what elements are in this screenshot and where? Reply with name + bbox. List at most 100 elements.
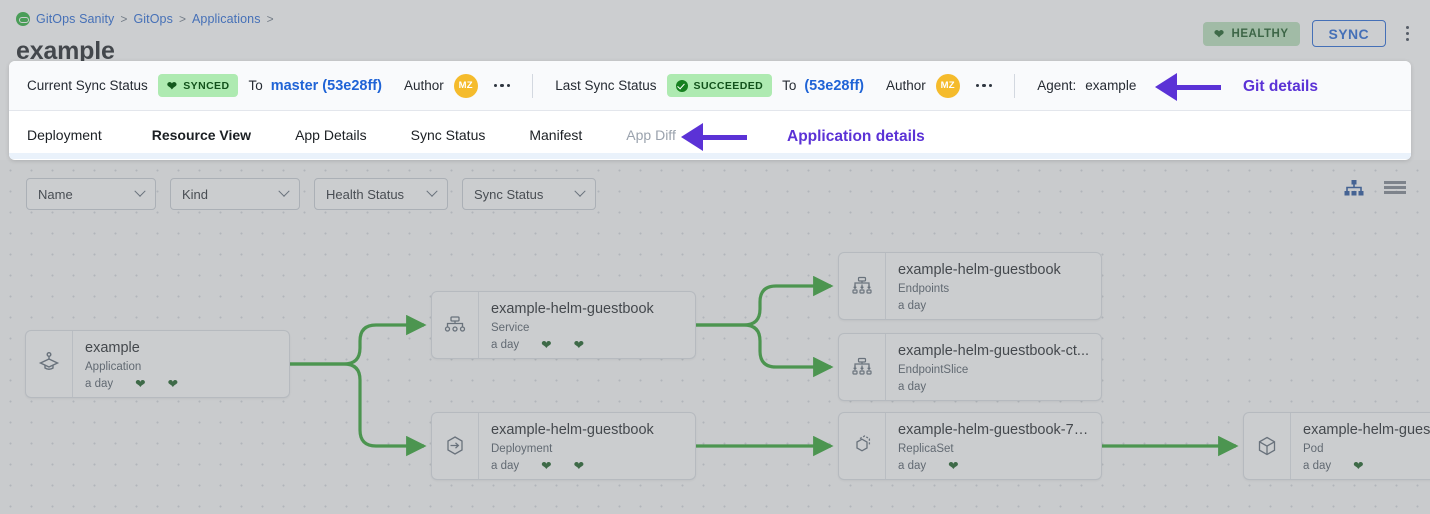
page-header: GitOps Sanity > GitOps > Applications > … bbox=[0, 0, 1430, 65]
tab-resource-view[interactable]: Resource View bbox=[129, 111, 274, 159]
endpointslice-icon bbox=[839, 334, 885, 400]
graph-node-service[interactable]: example-helm-guestbook Service a day ❤ ❤ bbox=[431, 291, 696, 359]
tab-manifest[interactable]: Manifest bbox=[529, 127, 583, 143]
view-toggle-group bbox=[1344, 180, 1406, 203]
avatar[interactable]: MZ bbox=[935, 73, 960, 98]
breadcrumb: GitOps Sanity > GitOps > Applications > bbox=[16, 10, 1414, 28]
graph-node-deployment[interactable]: example-helm-guestbook Deployment a day … bbox=[431, 412, 696, 480]
last-sync-author-label: Author bbox=[885, 78, 926, 93]
agent-value: example bbox=[1085, 78, 1137, 93]
graph-node-age: a day bbox=[1303, 460, 1332, 473]
gitops-logo-icon bbox=[16, 12, 30, 26]
graph-node-endpoints[interactable]: example-helm-guestbook Endpoints a day bbox=[838, 252, 1102, 320]
graph-node-age: a day bbox=[898, 381, 927, 393]
filter-sync-status[interactable]: Sync Status bbox=[462, 178, 596, 210]
agent-label: Agent: bbox=[1037, 78, 1077, 93]
graph-node-body: example-helm-guestbook Endpoints a day bbox=[885, 253, 1101, 319]
breadcrumb-item-0[interactable]: GitOps Sanity bbox=[36, 12, 115, 26]
current-sync-revision-link[interactable]: master (53e28ff) bbox=[270, 77, 382, 94]
endpoints-icon bbox=[839, 253, 885, 319]
header-actions: ❤ HEALTHY SYNC bbox=[1202, 20, 1416, 47]
filter-label: Name bbox=[38, 186, 73, 202]
graph-node-age: a day bbox=[898, 300, 927, 312]
graph-node-meta: a day ❤ ❤ bbox=[491, 339, 685, 352]
current-sync-badge: ❤ SYNCED bbox=[157, 74, 239, 97]
current-sync-author-label: Author bbox=[403, 78, 444, 93]
filter-health-status[interactable]: Health Status bbox=[314, 178, 448, 210]
divider bbox=[1014, 73, 1016, 98]
list-view-icon[interactable] bbox=[1384, 180, 1406, 203]
graph-node-name: example bbox=[85, 340, 140, 356]
graph-node-name: example-helm-guestbook-ct... bbox=[898, 343, 1089, 359]
kebab-horizontal-icon[interactable] bbox=[975, 83, 993, 88]
graph-node-application[interactable]: example Application a day ❤ ❤ bbox=[25, 330, 290, 398]
breadcrumb-item-1[interactable]: GitOps bbox=[133, 12, 173, 26]
graph-node-meta: a day ❤ bbox=[1303, 460, 1430, 473]
kebab-horizontal-icon[interactable] bbox=[493, 83, 511, 88]
graph-node-body: example-helm-guestbook Service a day ❤ ❤ bbox=[478, 292, 695, 358]
tab-app-details[interactable]: App Details bbox=[295, 127, 367, 143]
tree-view-icon[interactable] bbox=[1344, 180, 1364, 203]
tab-deployment[interactable]: Deployment bbox=[27, 127, 102, 143]
chevron-down-icon bbox=[574, 185, 586, 197]
breadcrumb-item-2[interactable]: Applications bbox=[191, 12, 261, 26]
graph-node-pod[interactable]: example-helm-guestbook Pod a day ❤ bbox=[1243, 412, 1430, 480]
graph-node-age: a day bbox=[898, 460, 927, 473]
filter-name[interactable]: Name bbox=[26, 178, 156, 210]
graph-node-meta: a day bbox=[898, 381, 1091, 393]
graph-node-body: example-helm-guestbook-ct... EndpointSli… bbox=[885, 334, 1101, 400]
application-icon bbox=[26, 331, 72, 397]
deployment-icon bbox=[432, 413, 478, 479]
sync-heart-icon: ❤ bbox=[167, 377, 179, 391]
tab-sync-status[interactable]: Sync Status bbox=[410, 127, 486, 143]
graph-node-replicaset[interactable]: example-helm-guestbook-74... ReplicaSet … bbox=[838, 412, 1102, 480]
status-badge-label: HEALTHY bbox=[1231, 27, 1289, 40]
page-title: example bbox=[16, 37, 115, 65]
breadcrumb-separator: > bbox=[120, 12, 128, 26]
graph-node-body: example-helm-guestbook-74... ReplicaSet … bbox=[885, 413, 1101, 479]
health-heart-icon: ❤ bbox=[541, 459, 552, 473]
divider bbox=[532, 73, 534, 98]
graph-node-body: example-helm-guestbook Deployment a day … bbox=[478, 413, 695, 479]
check-circle-icon bbox=[675, 79, 688, 92]
replicaset-icon bbox=[839, 413, 885, 479]
graph-node-age: a day bbox=[85, 378, 114, 391]
health-heart-icon: ❤ bbox=[541, 338, 552, 352]
graph-node-kind: ReplicaSet bbox=[898, 443, 954, 455]
filter-kind[interactable]: Kind bbox=[170, 178, 300, 210]
graph-node-kind: EndpointSlice bbox=[898, 364, 969, 376]
pod-icon bbox=[1244, 413, 1290, 479]
graph-node-kind: Pod bbox=[1303, 443, 1324, 455]
sync-heart-icon: ❤ bbox=[573, 338, 585, 352]
current-sync-status-label: Current Sync Status bbox=[27, 78, 148, 93]
graph-node-endpointslice[interactable]: example-helm-guestbook-ct... EndpointSli… bbox=[838, 333, 1102, 401]
filter-label: Sync Status bbox=[474, 186, 544, 202]
graph-node-body: example-helm-guestbook Pod a day ❤ bbox=[1290, 413, 1430, 479]
graph-node-kind: Deployment bbox=[491, 443, 553, 455]
avatar[interactable]: MZ bbox=[453, 73, 478, 98]
tab-app-diff: App Diff bbox=[626, 127, 676, 143]
breadcrumb-separator: > bbox=[178, 12, 186, 26]
chevron-down-icon bbox=[278, 185, 290, 197]
sync-status-bar: Current Sync Status ❤ SYNCED To master (… bbox=[9, 61, 1411, 111]
last-sync-to-label: To bbox=[782, 78, 797, 93]
panel-footer-strip bbox=[9, 153, 1411, 159]
last-sync-badge-label: SUCCEEDED bbox=[693, 79, 764, 92]
resource-graph-canvas: Name Kind Health Status Sync Status bbox=[0, 160, 1430, 514]
health-heart-icon: ❤ bbox=[948, 459, 959, 473]
service-icon bbox=[432, 292, 478, 358]
filter-bar: Name Kind Health Status Sync Status bbox=[26, 178, 596, 210]
chevron-down-icon bbox=[426, 185, 438, 197]
graph-node-name: example-helm-guestbook-74... bbox=[898, 422, 1091, 438]
graph-node-name: example-helm-guestbook bbox=[1303, 422, 1430, 438]
graph-node-meta: a day ❤ ❤ bbox=[491, 460, 685, 473]
last-sync-revision-link[interactable]: (53e28ff) bbox=[804, 77, 864, 94]
heart-icon: ❤ bbox=[1213, 26, 1225, 41]
health-heart-icon: ❤ bbox=[135, 377, 146, 391]
sync-button[interactable]: SYNC bbox=[1311, 20, 1386, 47]
status-badge-healthy: ❤ HEALTHY bbox=[1202, 21, 1300, 46]
graph-node-meta: a day ❤ bbox=[898, 460, 1091, 473]
kebab-vertical-icon[interactable] bbox=[1398, 23, 1416, 45]
chevron-down-icon bbox=[134, 185, 146, 197]
